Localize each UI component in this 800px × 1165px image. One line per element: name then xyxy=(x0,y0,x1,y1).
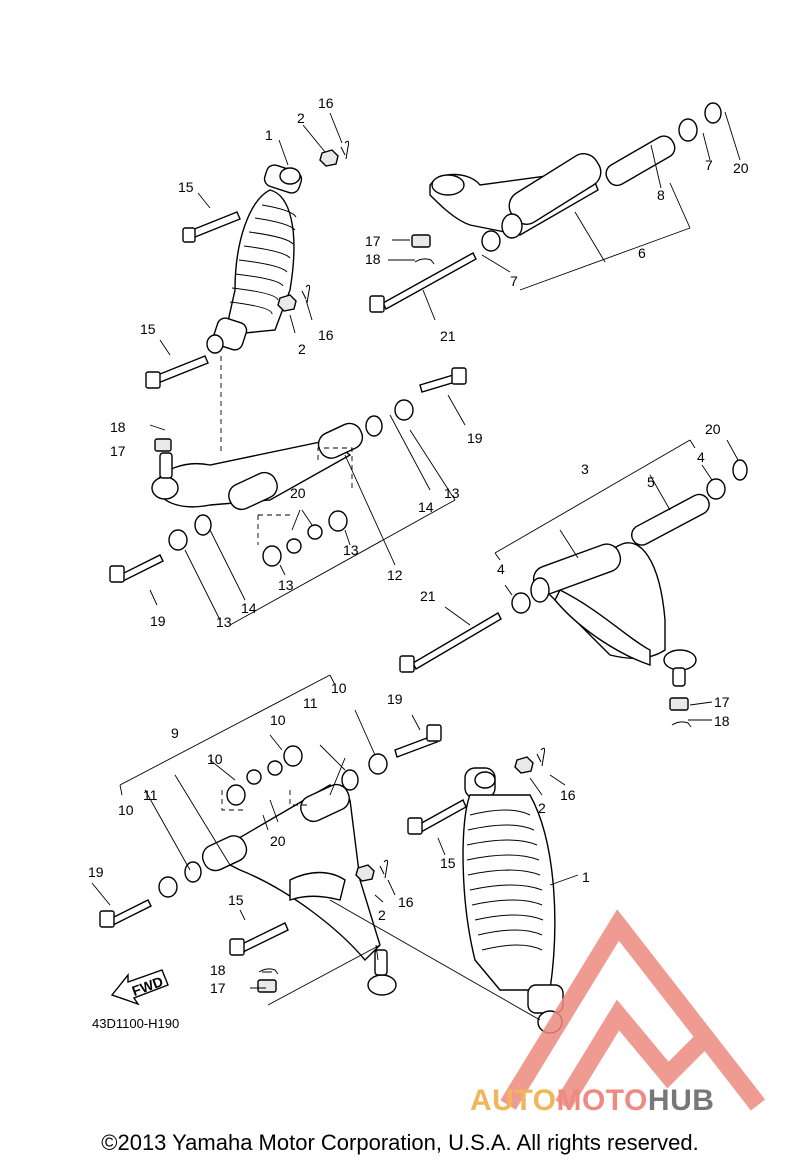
callout-15: 15 xyxy=(228,892,244,908)
upper-arm-lower-right xyxy=(399,439,748,728)
wm-hub: HUB xyxy=(647,1084,715,1117)
callout-21: 21 xyxy=(440,328,456,344)
callout-15: 15 xyxy=(140,321,156,337)
svg-text:FWD: FWD xyxy=(130,973,165,999)
wm-moto: MOTO xyxy=(556,1084,648,1117)
callout-6: 6 xyxy=(638,245,646,261)
callout-8: 8 xyxy=(657,187,665,203)
callout-2: 2 xyxy=(298,341,306,357)
callout-20: 20 xyxy=(705,421,721,437)
callout-4: 4 xyxy=(697,449,705,465)
callout-1: 1 xyxy=(582,869,590,885)
callout-18: 18 xyxy=(210,962,226,978)
callout-16: 16 xyxy=(318,327,334,343)
automotohub-watermark-text: AUTOMOTOHUB xyxy=(470,1084,714,1118)
callout-9: 9 xyxy=(171,725,179,741)
callout-14: 14 xyxy=(418,499,434,515)
callout-19: 19 xyxy=(150,613,166,629)
callout-17: 17 xyxy=(110,443,126,459)
callout-21: 21 xyxy=(420,588,436,604)
automotohub-logo-watermark xyxy=(500,909,766,1111)
callout-11: 11 xyxy=(143,787,158,803)
wm-auto: AUTO xyxy=(470,1084,557,1117)
shock-absorber-upper xyxy=(145,112,350,455)
callout-labels: 1 2 16 15 16 2 15 20 7 8 17 18 6 7 21 19… xyxy=(88,95,749,996)
callout-5: 5 xyxy=(647,474,655,490)
callout-16: 16 xyxy=(318,95,334,111)
callout-20: 20 xyxy=(290,485,306,501)
callout-16: 16 xyxy=(560,787,576,803)
callout-2: 2 xyxy=(378,907,386,923)
forward-arrow-icon: FWD xyxy=(110,969,169,1006)
upper-arm-right xyxy=(369,102,741,321)
callout-10: 10 xyxy=(331,680,347,696)
callout-11: 11 xyxy=(303,695,318,711)
callout-2: 2 xyxy=(538,800,546,816)
callout-17: 17 xyxy=(365,233,381,249)
callout-10: 10 xyxy=(270,712,286,728)
callout-7: 7 xyxy=(705,157,713,173)
callout-7: 7 xyxy=(510,273,518,289)
callout-17: 17 xyxy=(210,980,226,996)
diagram-code: 43D1100-H190 xyxy=(92,1016,180,1031)
lower-arm-bottom-left xyxy=(91,674,442,1006)
callout-10: 10 xyxy=(118,802,134,818)
callout-15: 15 xyxy=(440,855,456,871)
callout-19: 19 xyxy=(387,691,403,707)
callout-18: 18 xyxy=(110,419,126,435)
callout-13: 13 xyxy=(444,485,460,501)
callout-12: 12 xyxy=(387,567,403,583)
callout-13: 13 xyxy=(343,542,359,558)
callout-1: 1 xyxy=(265,127,273,143)
callout-14: 14 xyxy=(241,600,257,616)
lower-arm-left xyxy=(109,367,467,626)
callout-18: 18 xyxy=(365,251,381,267)
callout-20: 20 xyxy=(270,833,286,849)
callout-17: 17 xyxy=(714,694,730,710)
callout-15: 15 xyxy=(178,179,194,195)
callout-18: 18 xyxy=(714,713,730,729)
callout-10: 10 xyxy=(207,751,223,767)
callout-13: 13 xyxy=(278,577,294,593)
callout-2: 2 xyxy=(297,110,305,126)
callout-19: 19 xyxy=(467,430,483,446)
callout-20: 20 xyxy=(733,160,749,176)
copyright-notice: ©2013 Yamaha Motor Corporation, U.S.A. A… xyxy=(101,1130,699,1155)
callout-19: 19 xyxy=(88,864,104,880)
callout-3: 3 xyxy=(581,461,589,477)
callout-13: 13 xyxy=(216,614,232,630)
callout-16: 16 xyxy=(398,894,414,910)
callout-4: 4 xyxy=(497,561,505,577)
shock-absorber-lower xyxy=(329,747,579,1034)
